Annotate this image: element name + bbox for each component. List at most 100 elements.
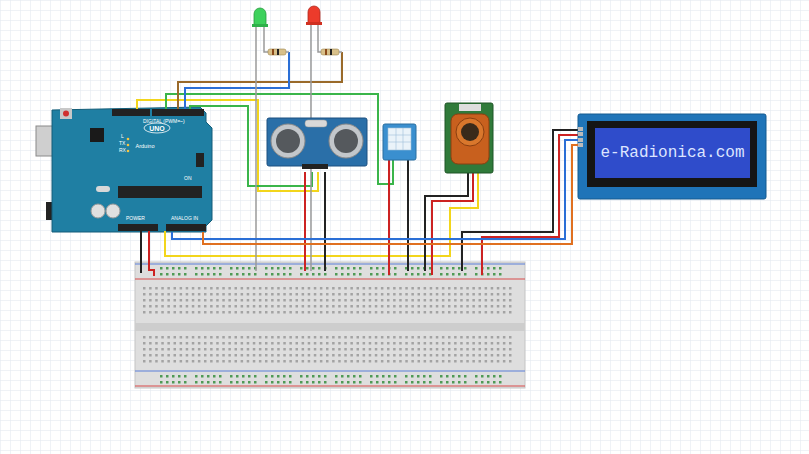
breadboard-holes-part xyxy=(155,299,158,302)
breadboard-holes-part xyxy=(271,287,274,290)
breadboard-holes-part xyxy=(192,299,195,302)
breadboard-holes-part xyxy=(418,293,421,296)
breadboard-holes-part xyxy=(448,354,451,357)
arduino-board-part xyxy=(118,186,202,198)
breadboard xyxy=(135,262,525,388)
breadboard-holes-part xyxy=(289,293,292,296)
breadboard-holes-part xyxy=(204,293,207,296)
breadboard-holes-part xyxy=(460,305,463,308)
breadboard-holes-part xyxy=(149,354,152,357)
breadboard-holes-part xyxy=(302,360,305,363)
breadboard-holes-part xyxy=(347,267,350,270)
breadboard-holes-part xyxy=(452,267,455,270)
breadboard-holes-part xyxy=(393,305,396,308)
breadboard-holes-part xyxy=(393,299,396,302)
breadboard-holes-part xyxy=(213,375,216,378)
breadboard-holes-part xyxy=(241,360,244,363)
ultrasonic-sensor-part xyxy=(267,118,367,166)
breadboard-holes-part xyxy=(375,311,378,314)
breadboard-holes-part xyxy=(479,305,482,308)
breadboard-holes-part xyxy=(466,360,469,363)
breadboard-holes-part xyxy=(430,293,433,296)
breadboard-holes-part xyxy=(277,360,280,363)
breadboard-holes-part xyxy=(499,381,502,384)
breadboard-holes-part xyxy=(216,293,219,296)
breadboard-holes-part xyxy=(399,336,402,339)
breadboard-holes-part xyxy=(405,273,408,276)
breadboard-holes-part xyxy=(277,348,280,351)
gas-sensor-part xyxy=(451,114,489,164)
breadboard-holes-part xyxy=(314,336,317,339)
breadboard-holes-part xyxy=(241,354,244,357)
breadboard-holes-part xyxy=(497,336,500,339)
breadboard-holes-part xyxy=(289,348,292,351)
breadboard-holes-part xyxy=(387,360,390,363)
breadboard-holes-part xyxy=(429,375,432,378)
breadboard-holes-part xyxy=(302,342,305,345)
breadboard-holes-part xyxy=(387,299,390,302)
breadboard-holes-part xyxy=(417,381,420,384)
breadboard-holes-part xyxy=(458,267,461,270)
gas-sensor-part xyxy=(445,103,493,173)
breadboard-holes-part xyxy=(332,299,335,302)
breadboard-holes-part xyxy=(472,299,475,302)
breadboard-holes-part xyxy=(228,299,231,302)
lcd-module-part xyxy=(578,143,583,147)
breadboard-holes-part xyxy=(424,360,427,363)
breadboard-holes-part xyxy=(430,287,433,290)
breadboard-holes-part xyxy=(289,273,292,276)
breadboard-holes-part xyxy=(242,273,245,276)
breadboard-holes-part xyxy=(472,305,475,308)
breadboard-holes-part xyxy=(204,287,207,290)
breadboard-holes-part xyxy=(308,342,311,345)
breadboard-holes-part xyxy=(387,348,390,351)
breadboard-holes-part xyxy=(172,375,175,378)
breadboard-holes-part xyxy=(265,336,268,339)
lcd-text: e-Radionica.com xyxy=(600,145,744,161)
breadboard-holes-part xyxy=(201,381,204,384)
breadboard-holes-part xyxy=(184,381,187,384)
breadboard-holes-part xyxy=(306,267,309,270)
breadboard-holes-part xyxy=(509,305,512,308)
breadboard-holes-part xyxy=(242,375,245,378)
breadboard-holes-part xyxy=(302,348,305,351)
breadboard-holes-part xyxy=(418,348,421,351)
breadboard-holes-part xyxy=(460,293,463,296)
ultrasonic-sensor xyxy=(267,118,367,169)
breadboard-holes-part xyxy=(289,311,292,314)
breadboard-holes-part xyxy=(314,342,317,345)
breadboard-holes-part xyxy=(448,287,451,290)
breadboard-holes-part xyxy=(497,342,500,345)
breadboard-holes-part xyxy=(201,273,204,276)
signal-wire xyxy=(172,140,578,239)
breadboard-holes-part xyxy=(442,305,445,308)
breadboard-holes-part xyxy=(381,293,384,296)
breadboard-holes-part xyxy=(375,354,378,357)
breadboard-holes-part xyxy=(222,287,225,290)
breadboard-holes-part xyxy=(283,305,286,308)
breadboard-holes-part xyxy=(418,311,421,314)
board-model: UNO xyxy=(149,125,165,132)
breadboard-holes-part xyxy=(357,287,360,290)
dht-sensor-part xyxy=(383,124,416,160)
breadboard-holes-part xyxy=(178,267,181,270)
breadboard-holes-part xyxy=(376,381,379,384)
breadboard-holes-part xyxy=(241,305,244,308)
arduino-board-part xyxy=(52,107,212,232)
breadboard-holes-part xyxy=(180,311,183,314)
breadboard-holes-part xyxy=(497,287,500,290)
breadboard-holes-part xyxy=(387,293,390,296)
pin-label: POWER xyxy=(126,216,145,221)
breadboard-holes-part xyxy=(363,360,366,363)
breadboard-holes-part xyxy=(186,348,189,351)
breadboard-holes-part xyxy=(399,360,402,363)
breadboard-holes-part xyxy=(289,375,292,378)
breadboard-holes-part xyxy=(363,305,366,308)
breadboard-holes-part xyxy=(174,311,177,314)
dht-sensor-part xyxy=(388,135,411,136)
breadboard-holes-part xyxy=(326,287,329,290)
led-circuit-part xyxy=(252,24,268,27)
breadboard-holes-part xyxy=(369,305,372,308)
